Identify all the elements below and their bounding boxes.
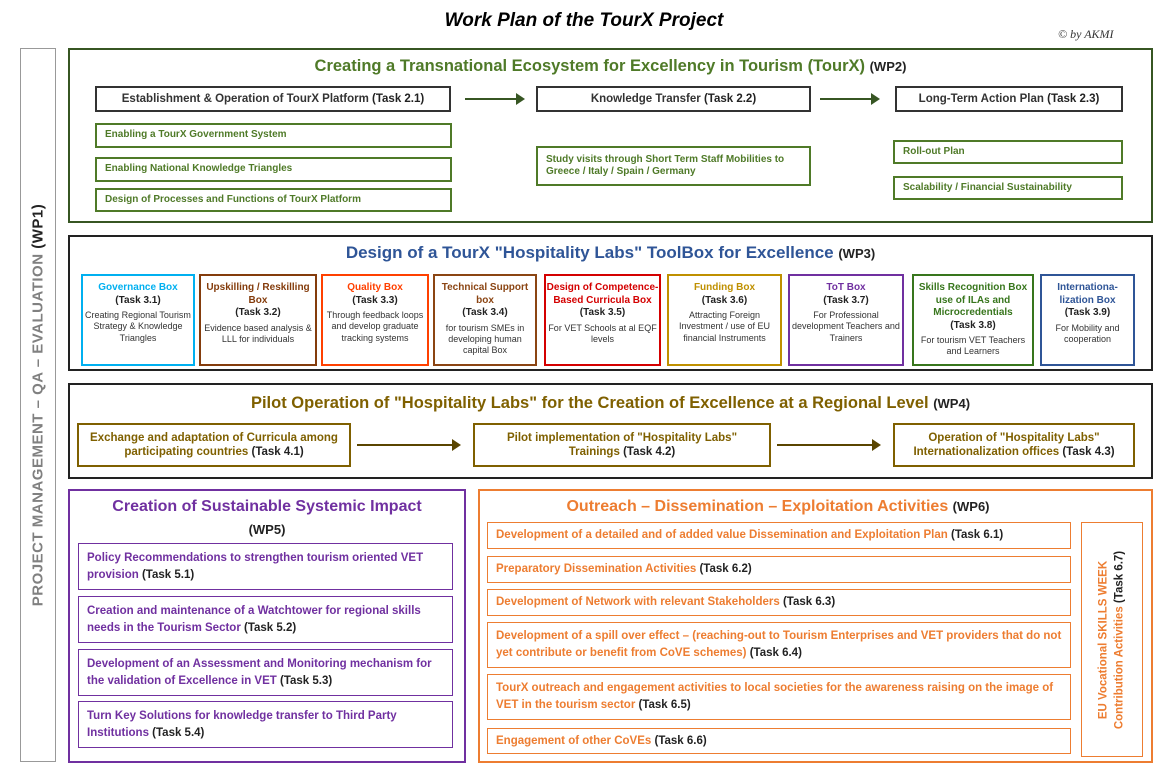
wp2-sub-item[interactable]: Enabling a TourX Government System	[95, 123, 452, 148]
task-3-2-box[interactable]: Upskilling / Reskilling Box(Task 3.2) Evi…	[199, 274, 317, 366]
task-3-1-box[interactable]: Governance Box(Task 3.1) Creating Regiona…	[81, 274, 195, 366]
arrow-icon	[820, 93, 880, 105]
task-6-4[interactable]: Development of a spill over effect – (re…	[487, 622, 1071, 668]
box-name: Upskilling / Reskilling Box	[206, 282, 310, 306]
task-3-3-box[interactable]: Quality Box(Task 3.3) Through feedback lo…	[321, 274, 429, 366]
wp2-section	[68, 48, 1153, 223]
task-6-5[interactable]: TourX outreach and engagement activities…	[487, 674, 1071, 720]
copyright: © by AKMI	[1058, 27, 1114, 41]
box-name: Governance Box	[98, 282, 178, 293]
task-5-1[interactable]: Policy Recommendations to strengthen tou…	[78, 543, 453, 590]
box-description: Through feedback loops and develop gradu…	[326, 310, 424, 343]
box-name: Quality Box	[347, 282, 403, 293]
task-3-9-box[interactable]: Internationa-lization Box(Task 3.9) For M…	[1040, 274, 1135, 366]
task-6-2[interactable]: Preparatory Dissemination Activities (Ta…	[487, 556, 1071, 583]
box-description: For Professional development Teachers an…	[792, 310, 900, 343]
arrow-icon	[465, 93, 525, 105]
page-title: Work Plan of the TourX Project	[444, 10, 724, 31]
task-5-2[interactable]: Creation and maintenance of a Watchtower…	[78, 596, 453, 643]
task-3-4-box[interactable]: Technical Support box(Task 3.4) for touri…	[433, 274, 537, 366]
task-3-5-box[interactable]: Design of Competence-Based Curricula Box…	[544, 274, 661, 366]
task-6-7[interactable]: EU Vocational SKILLS WEEK Contribution A…	[1081, 522, 1143, 757]
box-description: Creating Regional Tourism Strategy & Kno…	[85, 310, 191, 343]
wp3-title: Design of a TourX "Hospitality Labs" Too…	[345, 243, 876, 262]
task-2-2[interactable]: Knowledge Transfer (Task 2.2)	[536, 86, 811, 112]
wp5-tag: (WP5)	[248, 522, 286, 537]
box-name: Skills Recognition Box use of ILAs and M…	[918, 282, 1028, 318]
box-task: (Task 3.1)	[115, 294, 161, 306]
task-2-1[interactable]: Establishment & Operation of TourX Platf…	[95, 86, 451, 112]
task-3-8-box[interactable]: Skills Recognition Box use of ILAs and M…	[912, 274, 1034, 366]
wp6-section	[478, 489, 1153, 763]
task-6-1[interactable]: Development of a detailed and of added v…	[487, 522, 1071, 549]
wp1-box: PROJECT MANAGEMENT – QA – EVALUATION (WP…	[20, 48, 56, 762]
wp2-sub-item[interactable]: Enabling National Knowledge Triangles	[95, 157, 452, 182]
wp2-sub-item[interactable]: Scalability / Financial Sustainability	[893, 176, 1123, 200]
box-task: (Task 3.7)	[823, 294, 869, 306]
task-4-2[interactable]: Pilot implementation of "Hospitality Lab…	[473, 423, 771, 467]
arrow-icon	[357, 439, 461, 451]
box-task: (Task 3.3)	[352, 294, 398, 306]
arrow-icon	[777, 439, 881, 451]
task-4-3[interactable]: Operation of "Hospitality Labs" Internat…	[893, 423, 1135, 467]
box-name: Funding Box	[693, 282, 756, 293]
box-task: (Task 3.6)	[701, 294, 748, 306]
wp6-title: Outreach – Dissemination – Exploitation …	[566, 498, 990, 515]
box-description: for tourism SMEs in developing human cap…	[445, 322, 525, 356]
task-6-6[interactable]: Engagement of other CoVEs (Task 6.6)	[487, 728, 1071, 754]
task-6-3[interactable]: Development of Network with relevant Sta…	[487, 589, 1071, 616]
task-6-7-label: EU Vocational SKILLS WEEK Contribution A…	[1097, 550, 1125, 729]
wp1-label: PROJECT MANAGEMENT – QA – EVALUATION (WP…	[30, 204, 47, 606]
task-4-1[interactable]: Exchange and adaptation of Curricula amo…	[77, 423, 351, 467]
box-description: For Mobility and cooperation	[1055, 322, 1120, 344]
wp2-sub-item[interactable]: Design of Processes and Functions of Tou…	[95, 188, 452, 212]
wp1-text: PROJECT MANAGEMENT – QA – EVALUATION	[29, 253, 47, 607]
wp2-title: Creating a Transnational Ecosystem for E…	[314, 57, 907, 75]
wp4-title: Pilot Operation of "Hospitality Labs" fo…	[250, 394, 971, 412]
box-description: Evidence based analysis & LLL for indivi…	[204, 322, 312, 344]
box-name: ToT Box	[826, 282, 866, 293]
wp3-section	[68, 235, 1153, 371]
task-3-7-box[interactable]: ToT Box(Task 3.7) For Professional develo…	[788, 274, 904, 366]
wp2-sub-item[interactable]: Study visits through Short Term Staff Mo…	[536, 146, 811, 186]
box-description: For tourism VET Teachers and Learners	[920, 335, 1026, 357]
box-task: (Task 3.9)	[1064, 307, 1111, 318]
task-3-6-box[interactable]: Funding Box(Task 3.6) Attracting Foreign …	[667, 274, 782, 366]
task-5-3[interactable]: Development of an Assessment and Monitor…	[78, 649, 453, 696]
box-name: Internationa-lization Box	[1057, 282, 1118, 306]
wp4-section	[68, 383, 1153, 479]
wp1-tag: (WP1)	[29, 203, 47, 249]
box-task: (Task 3.2)	[235, 307, 281, 318]
wp5-title: Creation of Sustainable Systemic Impact	[112, 498, 422, 515]
box-description: Attracting Foreign Investment / use of E…	[678, 310, 771, 343]
wp5-section	[68, 489, 466, 763]
box-task: (Task 3.4)	[462, 307, 508, 318]
wp2-sub-item[interactable]: Roll-out Plan	[893, 140, 1123, 164]
task-5-4[interactable]: Turn Key Solutions for knowledge transfe…	[78, 701, 453, 748]
box-name: Technical Support box	[441, 282, 529, 306]
box-description: For VET Schools at al EQF levels	[548, 322, 657, 344]
task-2-3[interactable]: Long-Term Action Plan (Task 2.3)	[895, 86, 1123, 112]
box-task: (Task 3.5)	[579, 307, 626, 318]
box-task: (Task 3.8)	[950, 319, 996, 331]
box-name: Design of Competence-Based Curricula Box	[546, 282, 659, 306]
